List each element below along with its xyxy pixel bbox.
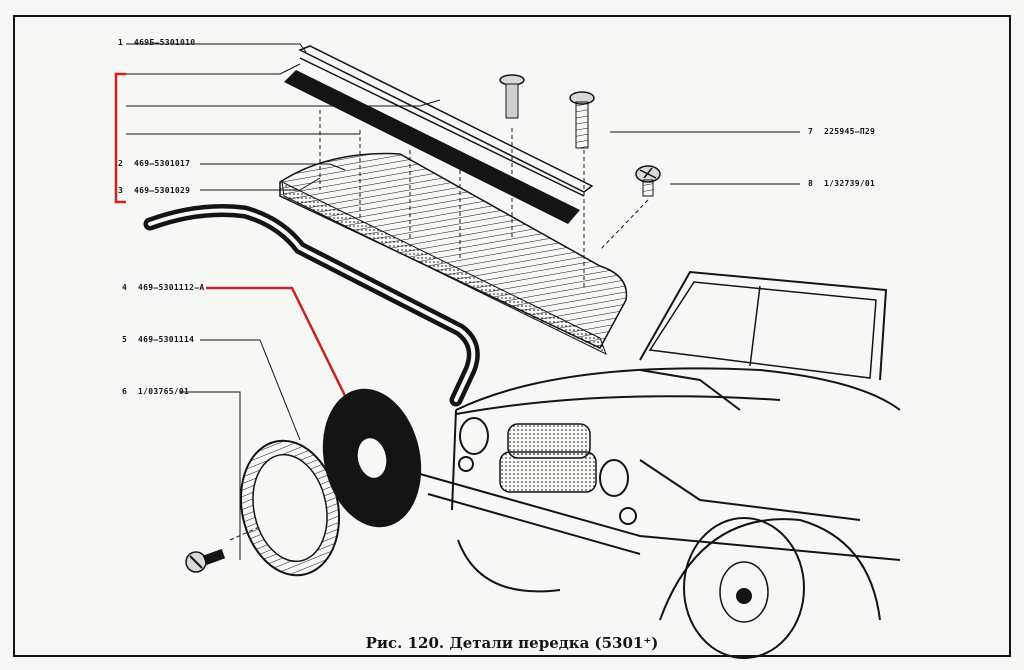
clip-icon (499, 74, 525, 119)
vehicle-headlight (458, 417, 637, 525)
annotation-bracket (114, 72, 126, 204)
figure-caption: Рис. 120. Детали передка (5301⁺) (365, 634, 659, 652)
vehicle-outline (419, 270, 901, 621)
gasket-ring (322, 388, 422, 528)
bolt-icon (569, 91, 595, 149)
seal-strip (284, 45, 594, 224)
cowl-panel (279, 152, 628, 356)
screw-icon (185, 548, 226, 573)
headlamp-rim (239, 439, 341, 577)
leader-lines (126, 43, 800, 560)
page-border (13, 15, 1011, 657)
small-screw-icon (635, 165, 661, 197)
vehicle-wheel (683, 517, 805, 659)
grille (499, 423, 597, 493)
annotation-leader (206, 286, 354, 411)
